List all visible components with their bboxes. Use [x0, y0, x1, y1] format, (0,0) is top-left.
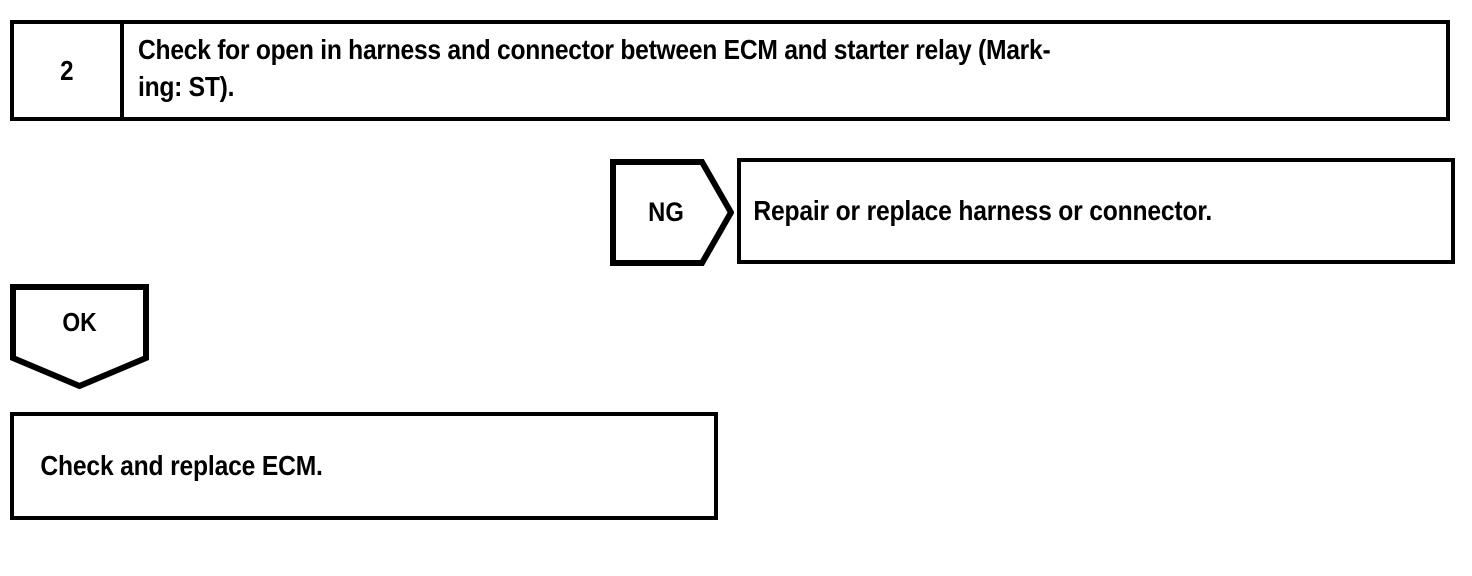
ng-action-box: Repair or replace harness or connector.: [737, 158, 1455, 264]
step-instruction-line-2: ing: ST).: [138, 70, 235, 102]
step-row: 2 Check for open in harness and connecto…: [10, 20, 1450, 121]
step-number: 2: [60, 54, 74, 86]
step-instruction-cell: Check for open in harness and connector …: [124, 24, 1446, 117]
ok-arrow-shape: [10, 284, 149, 389]
step-number-cell: 2: [14, 24, 124, 117]
ok-action-text: Check and replace ECM.: [40, 450, 323, 481]
ng-arrow-shape: [610, 159, 734, 266]
ng-action-text: Repair or replace harness or connector.: [753, 195, 1213, 226]
ok-action-box: Check and replace ECM.: [10, 412, 718, 520]
step-instruction-line-1: Check for open in harness and connector …: [138, 34, 1051, 65]
